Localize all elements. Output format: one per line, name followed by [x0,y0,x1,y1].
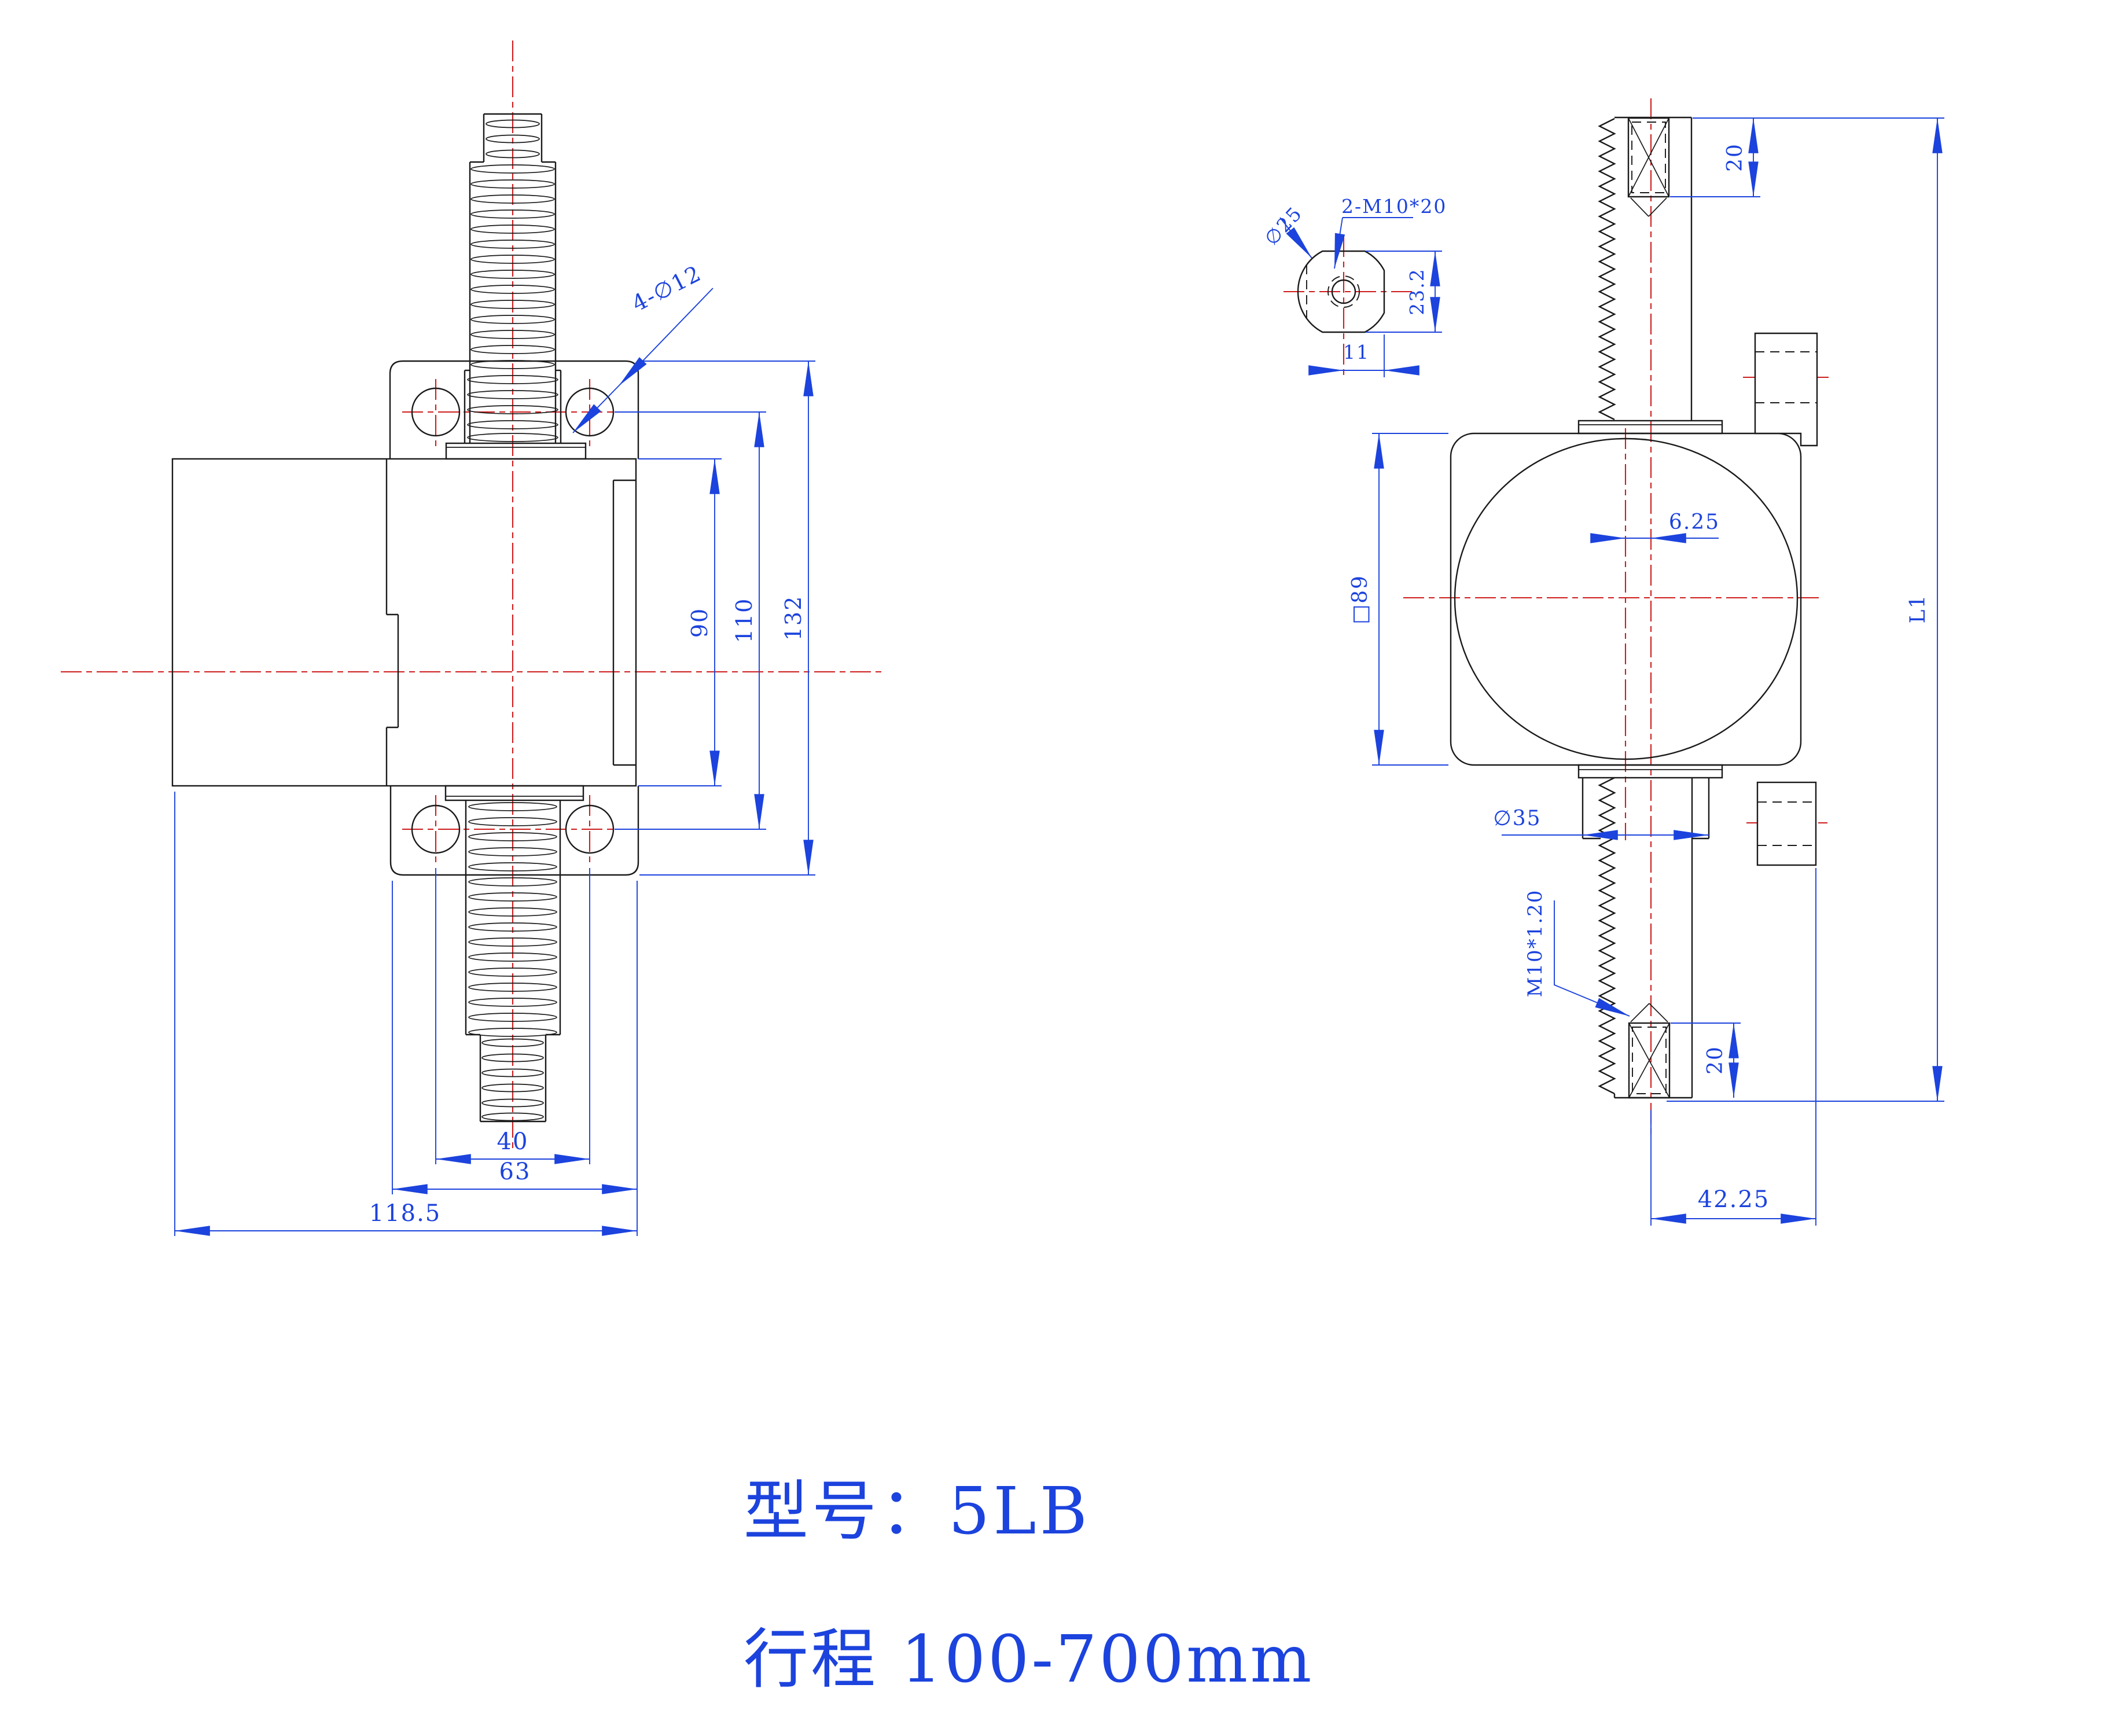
dim-sq89-label: □89 [1348,575,1372,624]
dim-90-label: 90 [687,608,712,638]
side-centerlines [1403,98,1829,1134]
dim-bottom20-label: 20 [1704,1046,1727,1075]
detail-tapped-hole [1331,279,1356,304]
worm-shaft-end-bottom [1756,781,1817,866]
stroke-label: 行程 100-700mm [744,1622,1314,1697]
front-view: 4-∅12 90 110 132 40 63 118.5 [61,41,885,1236]
dim-m10-label: M10*1.20 [1524,889,1547,998]
side-bottom-tapped-hole [1628,1003,1671,1099]
dim-11-label: 11 [1343,341,1370,363]
side-lower-screw [1598,777,1693,1099]
front-centerlines [61,41,885,1149]
worm-wheel [1454,437,1799,760]
front-housing [171,458,637,787]
front-bottom-flange [389,785,639,876]
detail-centerlines [1283,236,1417,379]
dim-top20-label: 20 [1723,143,1747,172]
side-dimensions: 20 6.25 □89 ∅35 M10*1.20 20 42.25 L1 [1348,117,1944,1226]
dim-L1-label: L1 [1906,594,1930,624]
bushing-flange-bottom [1577,764,1723,779]
dim-625-label: 6.25 [1669,510,1720,534]
front-dimensions: 4-∅12 90 110 132 40 63 118.5 [174,260,815,1236]
dim-d35-label: ∅35 [1493,807,1541,830]
side-shaft-blocks [1754,332,1818,866]
bolt-hole-top-left [411,387,461,437]
side-view: 20 6.25 □89 ∅35 M10*1.20 20 42.25 L1 [1348,98,1944,1226]
dim-232-label: 23.2 [1406,268,1428,315]
side-housing [1450,420,1802,840]
bolt-hole-top-right [565,387,615,437]
dim-40-label: 40 [497,1128,529,1155]
side-top-tapped-hole [1627,117,1670,217]
bolt-hole-bottom-left [411,804,461,854]
dim-118-label: 118.5 [369,1200,442,1227]
dim-2m10-label: 2-M10*20 [1341,195,1447,218]
front-upper-screw [464,113,562,443]
dim-110-label: 110 [731,598,757,643]
bolt-hole-bottom-right [565,804,615,854]
title-block: 型号：5LB 行程 100-700mm [744,1474,1314,1697]
front-lower-screw [465,800,561,1123]
model-label: 型号：5LB [744,1474,1091,1549]
worm-shaft-end-top [1754,332,1818,447]
dim-132-label: 132 [781,595,806,641]
detail-view: ∅25 2-M10*20 23.2 11 [1260,195,1447,379]
dim-4225-label: 42.25 [1698,1186,1770,1213]
screw-collar-bottom [444,785,584,801]
dim-63-label: 63 [499,1158,531,1185]
detail-outline [1297,250,1385,333]
screw-collar-top [445,442,587,460]
